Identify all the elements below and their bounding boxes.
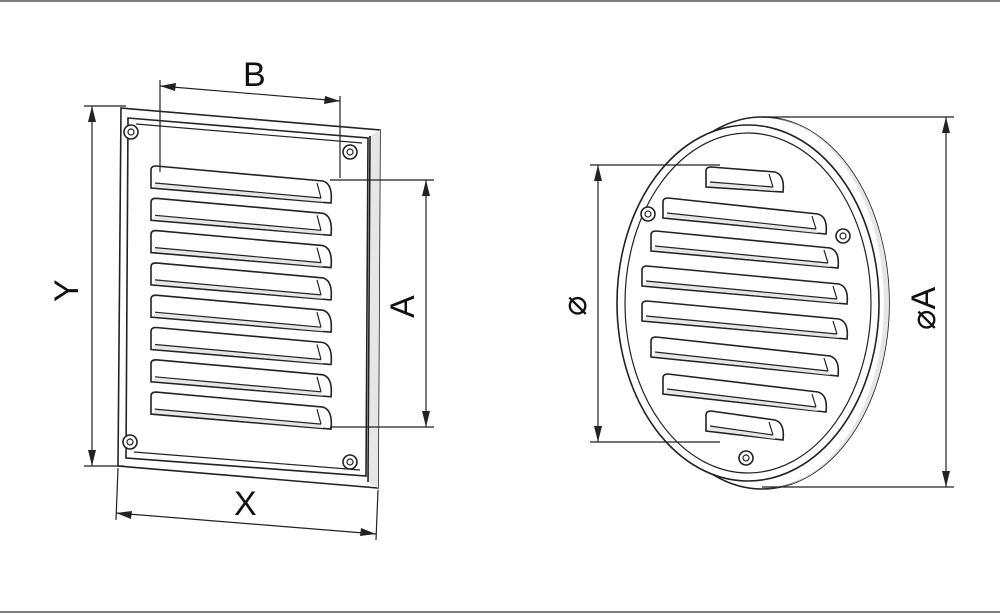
dimension-a-rect: A — [330, 179, 434, 428]
round-louver — [641, 265, 849, 305]
rect-louver — [150, 358, 333, 398]
rect-louvers — [150, 165, 333, 430]
round-louver — [705, 410, 785, 441]
label-y: Y — [48, 279, 86, 302]
rect-louver — [150, 262, 333, 301]
rect-louver — [150, 391, 333, 430]
label-round-outer: ⌀A — [905, 287, 943, 330]
rect-louver — [150, 197, 333, 237]
round-screw — [738, 450, 754, 466]
rect-side-line — [367, 135, 371, 483]
round-louver — [662, 197, 828, 235]
round-louver — [641, 300, 849, 340]
round-front-inner-ring — [624, 132, 872, 474]
round-screw — [640, 206, 656, 222]
rect-screw — [342, 454, 358, 470]
rect-louver — [150, 165, 333, 204]
label-b: B — [243, 56, 266, 94]
dimension-y: Y — [48, 105, 126, 467]
label-x: X — [234, 485, 257, 523]
rect-inner-top-line — [135, 123, 363, 144]
label-round-inner: ⌀ — [556, 296, 594, 316]
round-louver — [662, 373, 828, 413]
round-screw — [835, 228, 851, 244]
rect-side-edge — [368, 130, 380, 488]
round-grille: ⌀ ⌀A — [556, 116, 954, 490]
rect-screw — [122, 434, 138, 450]
rectangular-grille: B Y X A — [48, 56, 434, 541]
rect-screw — [342, 144, 358, 160]
label-a-rect: A — [384, 295, 422, 318]
rect-louver — [150, 229, 333, 269]
dimension-b: B — [159, 56, 341, 178]
round-louver — [705, 166, 785, 193]
round-louver — [650, 336, 840, 377]
rect-louver — [150, 294, 333, 334]
rect-louver — [150, 326, 333, 366]
dimension-x: X — [115, 467, 379, 541]
dimension-round-inner: ⌀ — [556, 164, 720, 443]
round-louver — [650, 230, 840, 269]
round-louvers — [641, 166, 849, 441]
rect-inner-bottom-line — [133, 451, 361, 471]
rect-screw — [123, 124, 139, 140]
dimension-round-outer: ⌀A — [762, 116, 954, 488]
